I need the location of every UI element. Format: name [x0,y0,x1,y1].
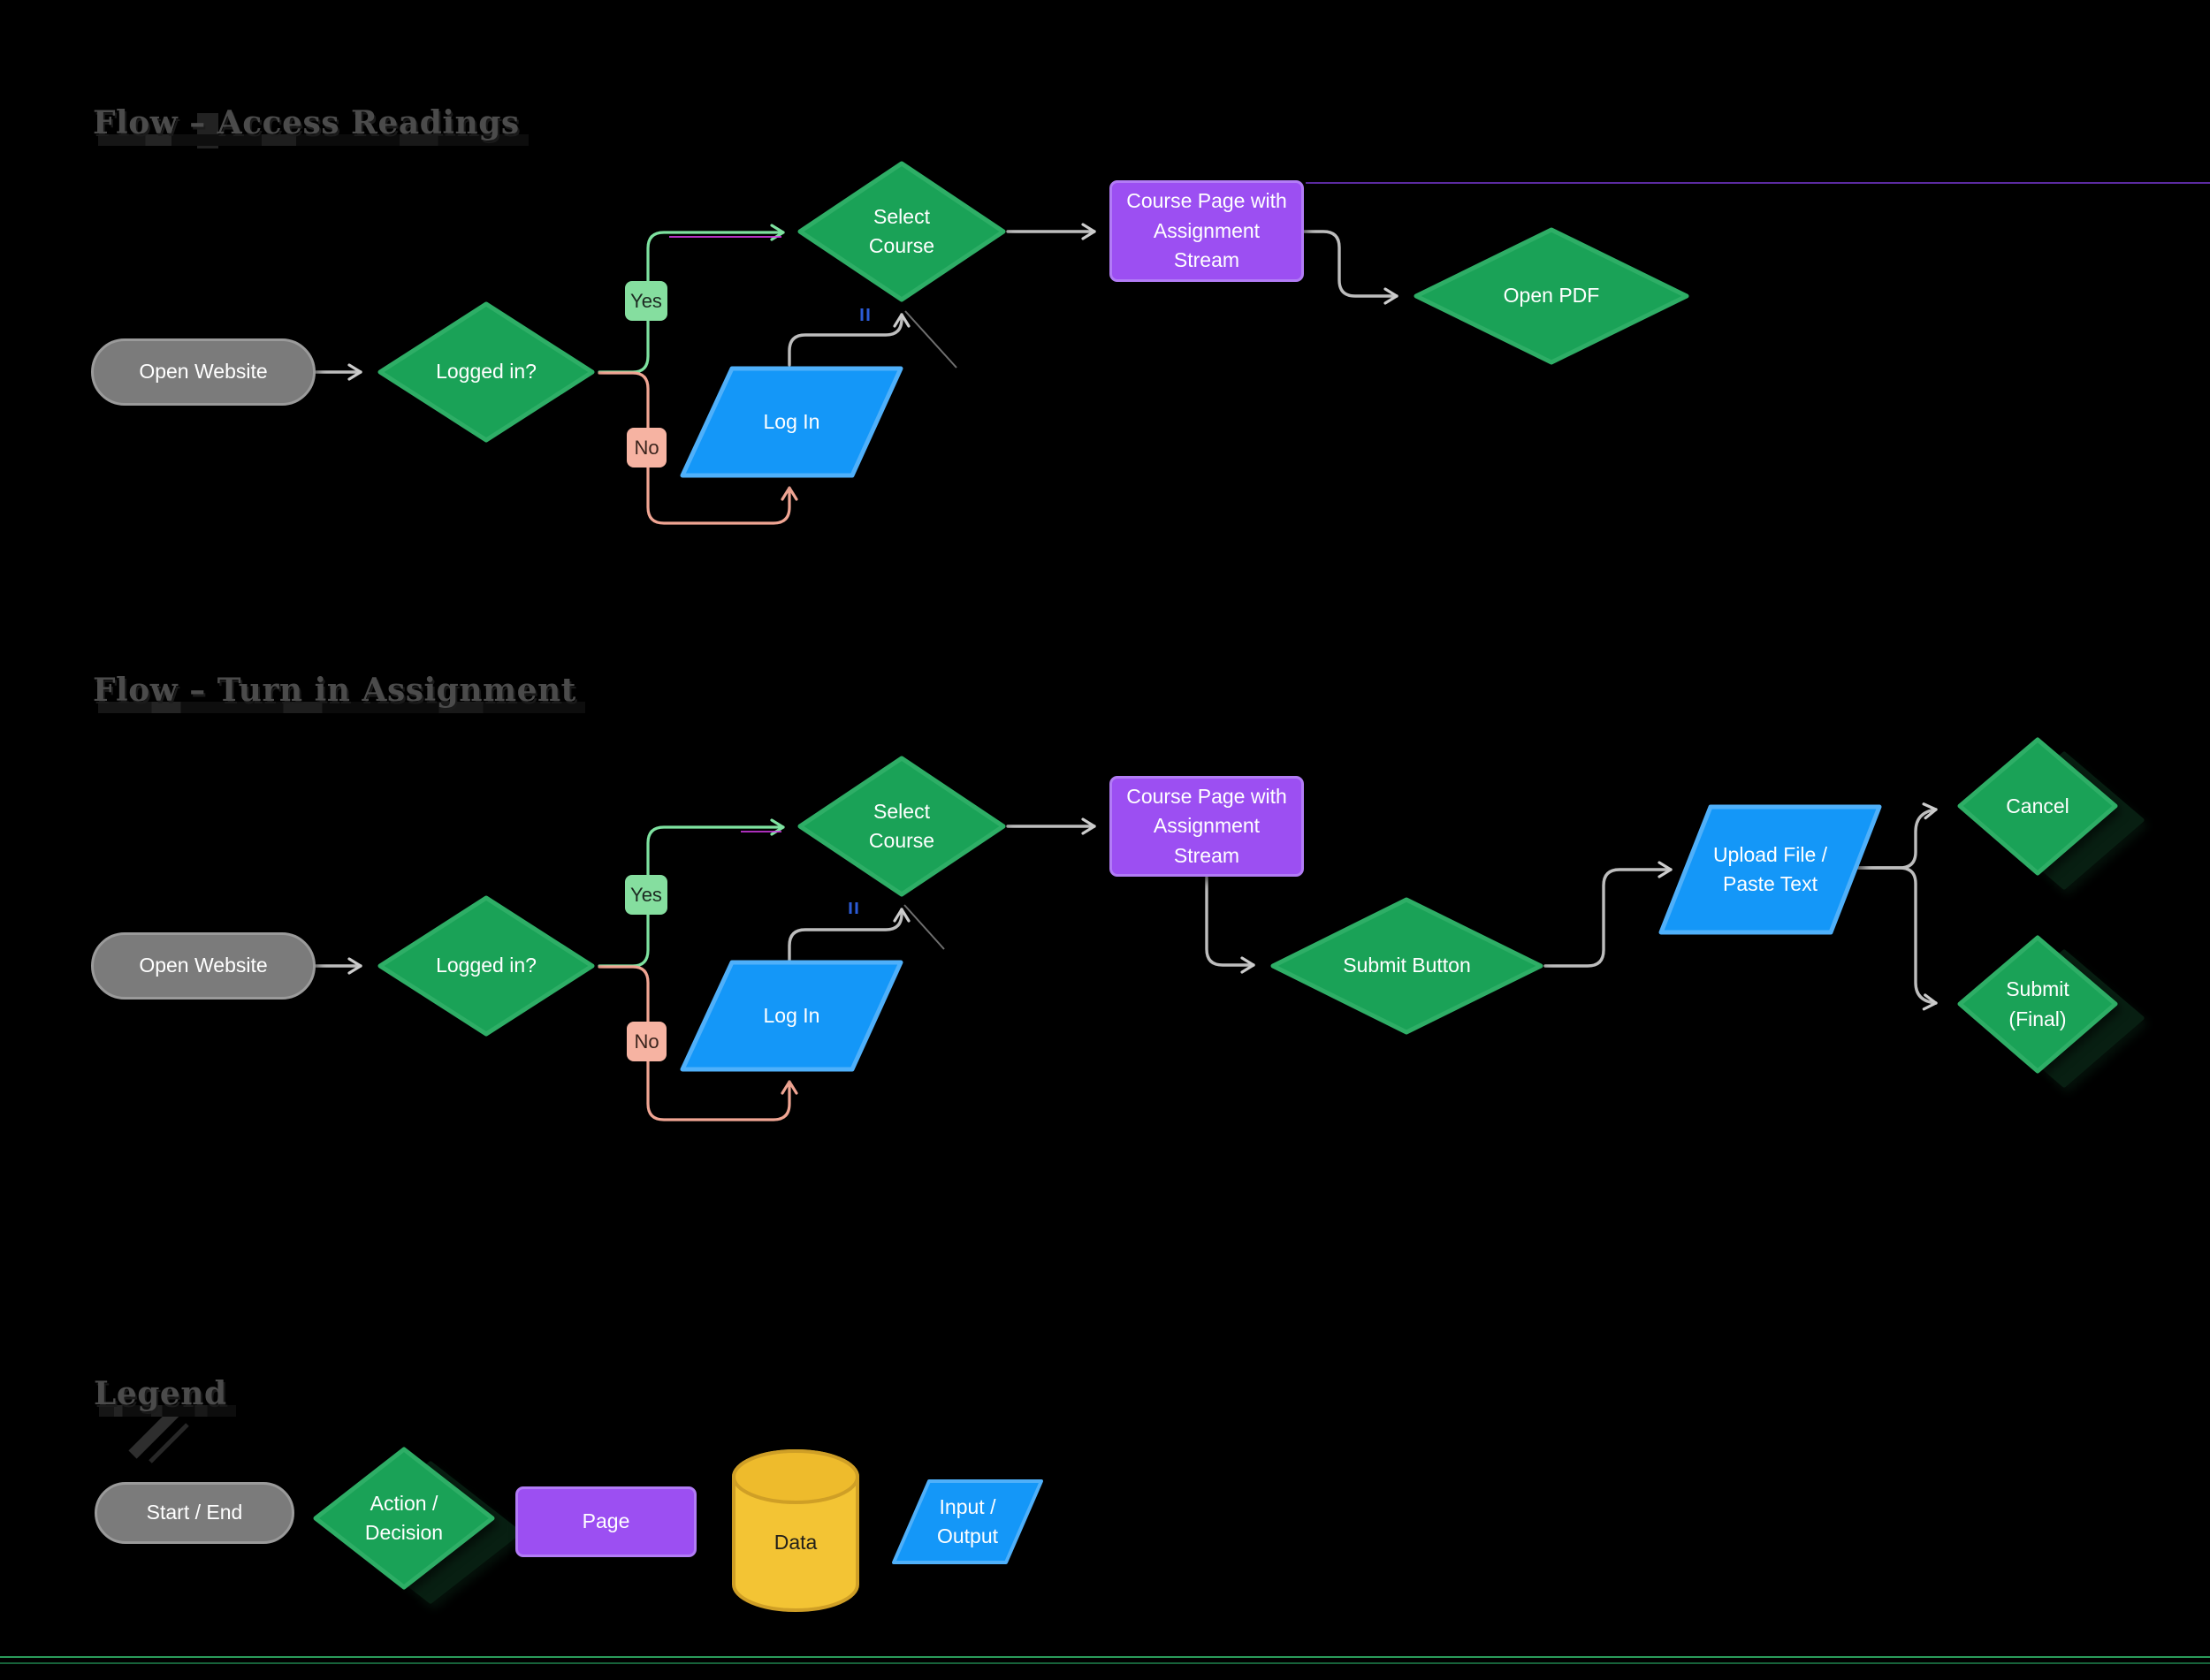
flow2-yes-branch-label[interactable]: Yes [625,875,667,915]
blue-tick-artifact-2 [849,902,858,914]
flow2-title[interactable]: Flow – Turn in Assignment [93,672,585,713]
flow1-yes-branch-label[interactable]: Yes [625,281,667,321]
edge-login-selectcourse-1 [788,313,911,367]
diamond-shape [1270,897,1543,1035]
stray-diagonal-1 [904,310,957,369]
flow1-logged-in-decision[interactable]: Logged in? [376,300,597,445]
flow1-course-page-node[interactable]: Course Page with Assignment Stream [1109,180,1304,282]
node-label: Course Page with Assignment Stream [1126,784,1287,867]
legend-start-end-item[interactable]: Start / End [95,1482,294,1544]
node-label: Open PDF [1503,284,1600,308]
legend-data-item[interactable]: Data [729,1447,862,1615]
diamond-shape [1957,737,2118,876]
diamond-shape [313,1447,495,1590]
parallelogram-shape [1658,804,1882,935]
node-label: Cancel [2006,794,2069,817]
legend-item-label: Action / Decision [364,1491,444,1544]
legend-input-output-item[interactable]: Input / Output [890,1478,1045,1566]
diamond-shape [1957,935,2118,1074]
flow1-log-in-node[interactable]: Log In [679,365,904,479]
node-label: Submit Button [1343,954,1471,977]
flow2-cancel-decision[interactable]: Cancel [1955,735,2120,878]
legend-action-decision-item[interactable]: Action / Decision [311,1445,497,1592]
node-label: Course Page with Assignment Stream [1126,189,1287,272]
flow2-select-course-decision[interactable]: Select Course [796,754,1008,899]
node-label: Logged in? [436,360,537,384]
flow1-no-branch-label[interactable]: No [627,428,667,468]
legend-glitch-diagonal-1 [128,1408,179,1459]
flow1-title[interactable]: Flow – Access Readings [93,104,529,148]
legend-item-label: Start / End [146,1501,243,1524]
node-label: Open Website [139,360,268,384]
edge-login-selectcourse-2 [788,908,911,962]
node-label: Open Website [139,954,268,977]
node-label: Log In [763,1003,820,1027]
flow2-open-website-node[interactable]: Open Website [91,932,316,1000]
flow2-no-branch-label[interactable]: No [627,1022,667,1061]
parallelogram-shape [892,1479,1043,1564]
legend-item-label: Data [774,1531,818,1555]
yes-edges [598,224,785,968]
flow2-upload-file-node[interactable]: Upload File / Paste Text [1658,803,1883,936]
diamond-shape [1414,227,1689,365]
edge-coursepage-submitbutton [1205,876,1255,974]
flow1-select-course-decision[interactable]: Select Course [796,159,1008,304]
cylinder-shape [732,1449,859,1612]
flow2-logged-in-decision[interactable]: Logged in? [376,893,597,1038]
stray-diagonal-2 [903,904,945,950]
flow1-open-pdf-decision[interactable]: Open PDF [1412,225,1691,367]
node-label: Select Course [868,799,935,852]
diamond-shape [377,301,595,443]
flow2-log-in-node[interactable]: Log In [679,959,904,1073]
edge-submitbutton-uploadfile [1543,861,1673,968]
diamond-shape [797,756,1006,897]
flow2-submit-final-decision[interactable]: Submit (Final) [1955,933,2120,1076]
legend-item-label: Input / Output [936,1494,999,1547]
diamond-shape [797,161,1006,302]
legend-title[interactable]: Legend [94,1375,236,1417]
flow1-open-website-node[interactable]: Open Website [91,338,316,406]
node-label: Log In [763,409,820,433]
flow2-submit-button-decision[interactable]: Submit Button [1269,895,1545,1037]
legend-item-label: Page [582,1509,630,1533]
edge-coursepage-openpdf [1302,230,1398,305]
legend-page-item[interactable]: Page [515,1486,697,1557]
blue-tick-artifact-1 [860,308,870,321]
node-label: Upload File / Paste Text [1712,842,1828,895]
node-label: Submit (Final) [2006,977,2069,1030]
legend-glitch-diagonal-2 [149,1423,189,1463]
flow2-course-page-node[interactable]: Course Page with Assignment Stream [1109,776,1304,877]
diamond-shape [377,895,595,1037]
node-label: Logged in? [436,954,537,977]
node-label: Select Course [868,204,935,257]
